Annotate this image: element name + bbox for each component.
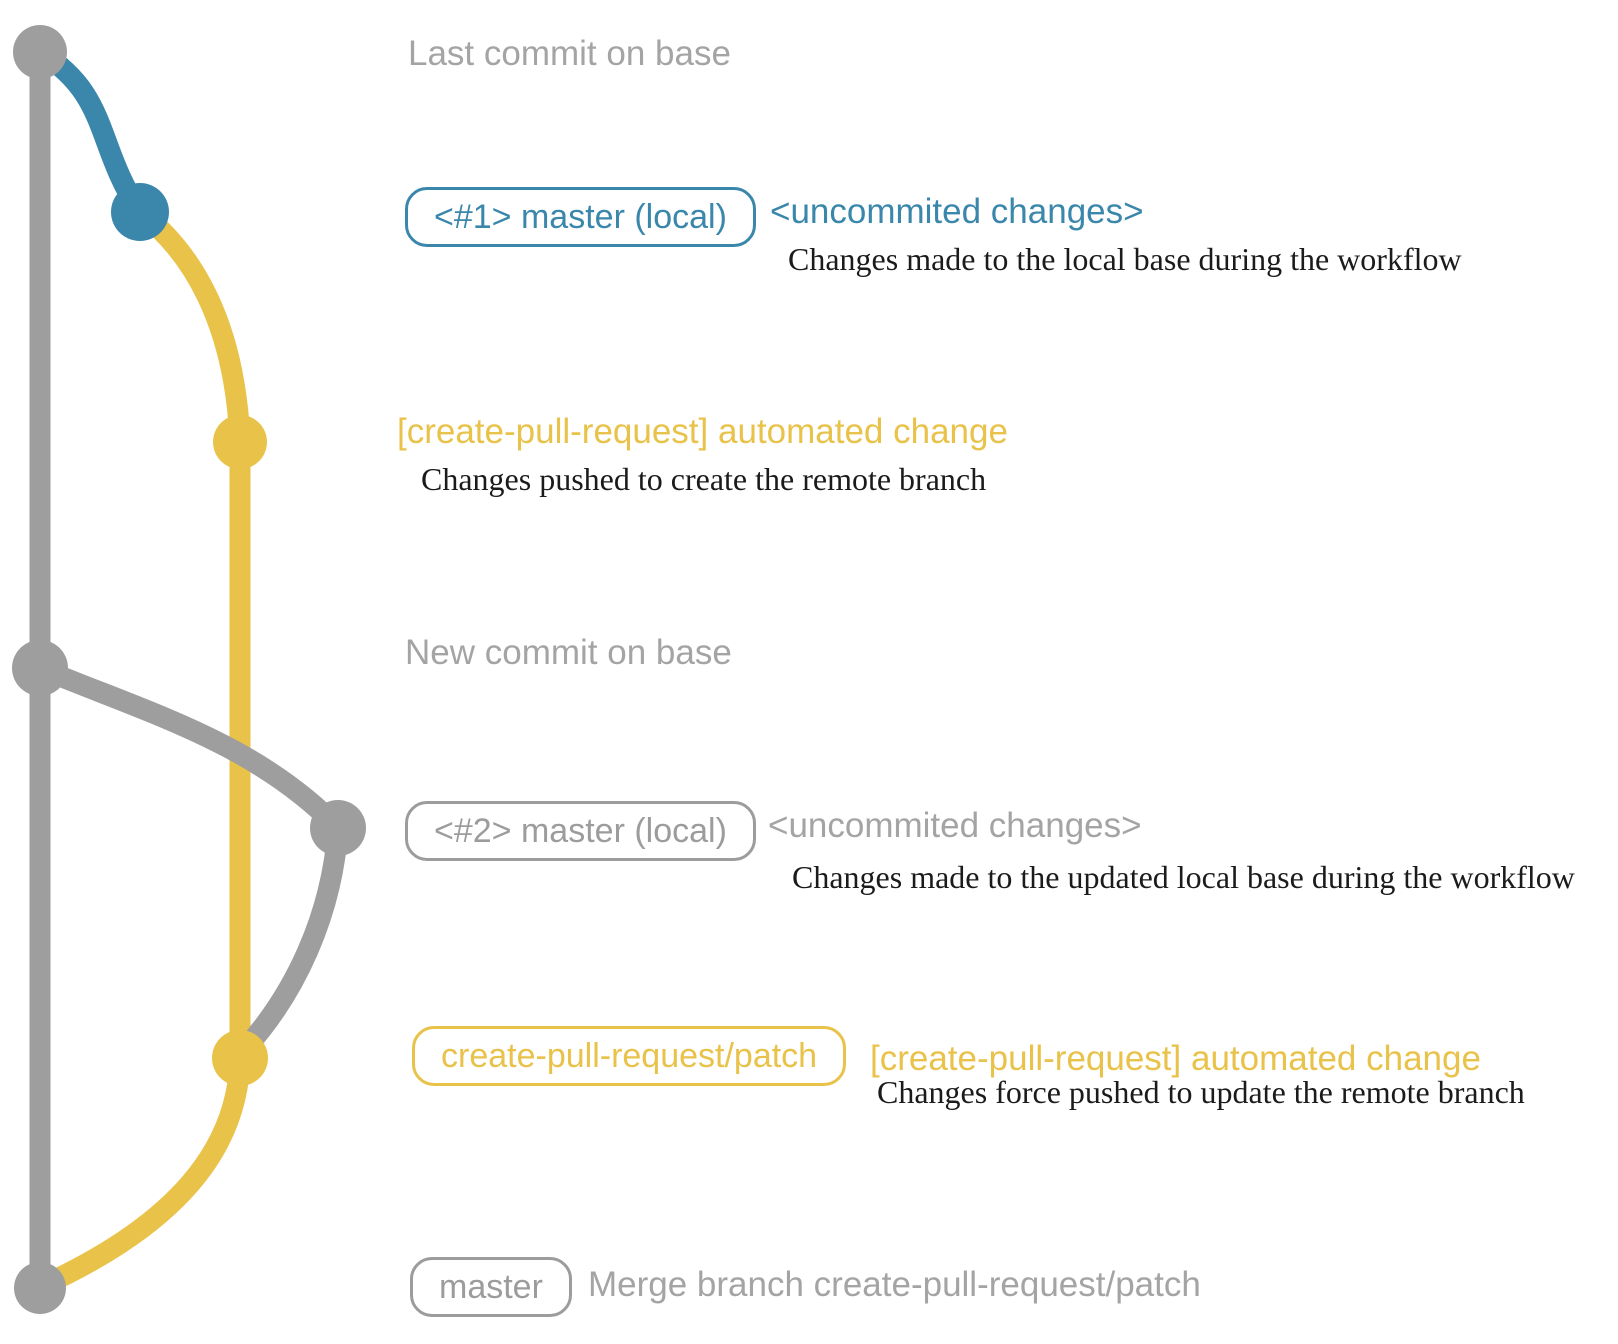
commit-node-remote-2 [212,1030,268,1086]
label-new-commit-on-base: New commit on base [405,633,732,672]
label-automated-change-1: [create-pull-request] automated change [397,412,1008,451]
commit-node-last-base [13,25,67,79]
label-uncommitted-changes-2: <uncommited changes> [768,806,1142,845]
commit-node-local-2 [310,800,366,856]
commit-node-merge [14,1262,66,1314]
label-last-commit-on-base: Last commit on base [408,34,731,73]
badge-master-local-1: <#1> master (local) [405,187,756,247]
commit-node-remote-1 [213,415,267,469]
description-push-create: Changes pushed to create the remote bran… [421,461,987,497]
label-uncommitted-changes-1: <uncommited changes> [770,192,1144,231]
label-automated-change-2: [create-pull-request] automated change [870,1039,1481,1078]
description-local-changes-2: Changes made to the updated local base d… [792,859,1575,895]
branch-line-local2-gray [29,657,349,1063]
label-merge-branch: Merge branch create-pull-request/patch [588,1265,1201,1304]
badge-master-local-2: <#2> master (local) [405,801,756,861]
commit-node-new-base [12,640,68,696]
commit-node-local-1 [111,183,169,241]
badge-create-pull-request-patch: create-pull-request/patch [412,1026,847,1086]
description-force-push-update: Changes force pushed to update the remot… [877,1074,1525,1110]
description-local-changes-1: Changes made to the local base during th… [788,241,1462,277]
badge-master: master [410,1257,572,1317]
